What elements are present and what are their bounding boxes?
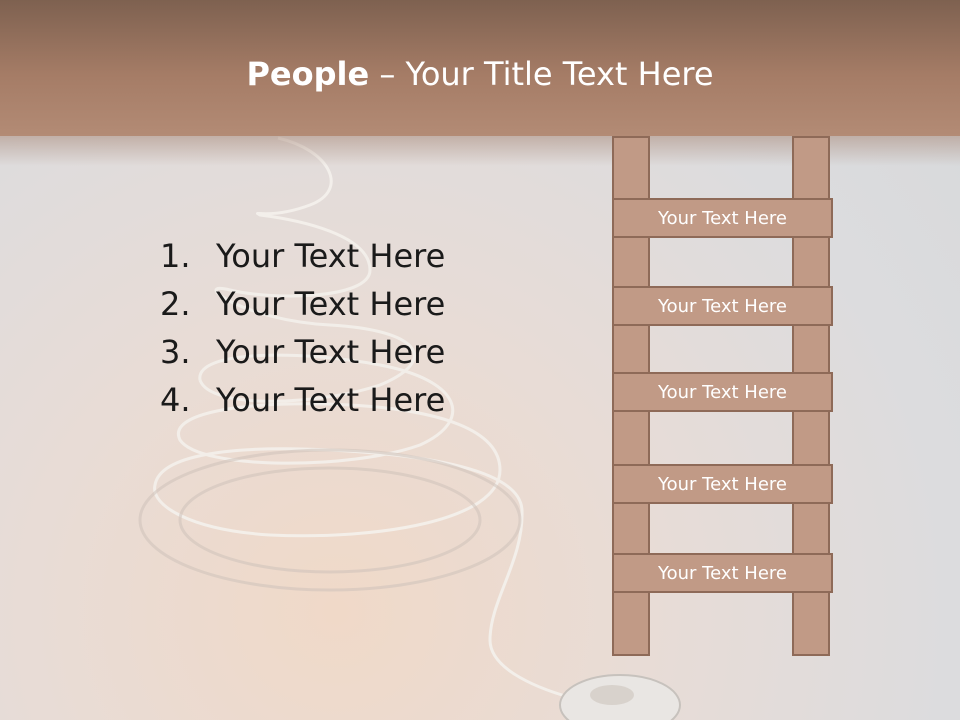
list-item-text: Your Text Here [216,285,446,323]
mouse-icon [559,674,681,720]
ladder-rung-label: Your Text Here [658,381,787,403]
slide-title[interactable]: People – Your Title Text Here [0,52,960,96]
ladder-rung[interactable]: Your Text Here [612,372,833,412]
ladder-rung[interactable]: Your Text Here [612,464,833,504]
list-item-number: 3. [160,333,191,371]
ladder-rung[interactable]: Your Text Here [612,198,833,238]
ladder-rung-label: Your Text Here [658,562,787,584]
ladder-rung-label: Your Text Here [658,295,787,317]
ladder-rung-label: Your Text Here [658,473,787,495]
list-item: 1. Your Text Here [160,232,445,280]
list-item-text: Your Text Here [216,237,446,275]
list-item: 4. Your Text Here [160,376,445,424]
list-item-text: Your Text Here [216,333,446,371]
list-item: 2. Your Text Here [160,280,445,328]
ladder-rung-label: Your Text Here [658,207,787,229]
list-item-number: 2. [160,285,191,323]
list-item-number: 1. [160,237,191,275]
list-item: 3. Your Text Here [160,328,445,376]
title-bar [0,0,960,136]
title-bold-part: People [246,55,370,93]
list-item-text: Your Text Here [216,381,446,419]
ladder-rung[interactable]: Your Text Here [612,553,833,593]
list-item-number: 4. [160,381,191,419]
numbered-list[interactable]: 1. Your Text Here 2. Your Text Here 3. Your… [160,232,445,424]
ladder-rung[interactable]: Your Text Here [612,286,833,326]
title-rest-part: – Your Title Text Here [369,55,714,93]
